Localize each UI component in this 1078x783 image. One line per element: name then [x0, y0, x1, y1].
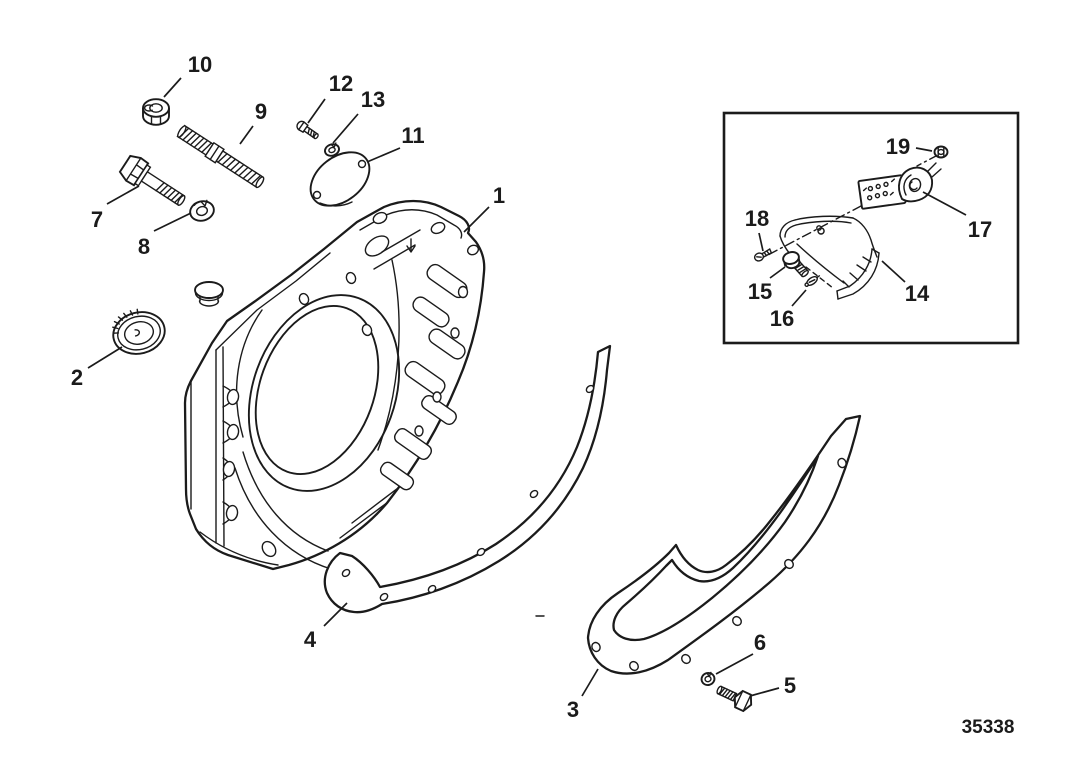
leader-5: [749, 687, 780, 697]
callout-12: 12: [329, 71, 353, 96]
part-12-screw: [296, 120, 319, 140]
part-7-bolt: [118, 154, 186, 206]
leader-6: [715, 653, 754, 675]
drawing-number: 35338: [962, 717, 1015, 738]
callout-2: 2: [71, 365, 83, 390]
callout-16: 16: [770, 306, 794, 331]
callout-7: 7: [91, 207, 103, 232]
gasket-outline: [323, 344, 612, 614]
tag-stamp-marks: [862, 178, 896, 201]
leader-11: [366, 147, 401, 163]
callout-15: 15: [748, 279, 772, 304]
inset-detail-box: [722, 111, 1020, 345]
callout-14: 14: [905, 281, 930, 306]
callout-6: 6: [754, 630, 766, 655]
leader-12: [307, 98, 326, 124]
gasket-holes: [341, 384, 595, 602]
leader-7: [106, 185, 140, 205]
callout-19: 19: [886, 134, 910, 159]
leader-lines: [87, 77, 967, 697]
part-6-lock-washer: [700, 671, 716, 686]
callout-13: 13: [361, 87, 385, 112]
grommet-plug: [194, 281, 224, 307]
leader-17: [922, 191, 967, 216]
cover-plate-outline: [586, 414, 862, 675]
leader-9: [239, 125, 254, 145]
callout-17: 17: [968, 217, 992, 242]
part-8-lock-washer: [189, 199, 215, 222]
part-2-seal: [112, 308, 166, 355]
leader-3: [581, 668, 599, 697]
part-19-nut: [933, 145, 949, 159]
part-3-cover-plate: [586, 414, 862, 675]
leader-4: [323, 602, 348, 627]
leader-10: [163, 77, 182, 98]
callout-5: 5: [784, 673, 796, 698]
part-4-gasket: [323, 344, 612, 617]
callout-8: 8: [138, 234, 150, 259]
leader-18: [758, 232, 764, 252]
leader-8: [153, 212, 192, 232]
leader-15: [769, 266, 786, 279]
part-15-bolt: [782, 251, 810, 278]
leader-16: [791, 289, 807, 307]
part-11-small-cover: [309, 151, 371, 207]
inset-reference-lines: [767, 155, 937, 289]
part-13-lock-washer: [324, 142, 340, 157]
callout-4: 4: [304, 627, 317, 652]
callout-18: 18: [745, 206, 769, 231]
leader-1: [463, 206, 490, 233]
part-1-flywheel-housing: [183, 199, 486, 571]
callout-1: 1: [493, 183, 505, 208]
callout-10: 10: [188, 52, 212, 77]
callout-9: 9: [255, 99, 267, 124]
housing-details: [190, 209, 480, 570]
part-10-nut: [142, 98, 170, 126]
leader-19: [915, 147, 933, 152]
cover-plate-holes: [591, 457, 847, 672]
callout-labels: 1 2 3 4 5 6 7 8 9 10 11 12 13 14 15 16 1…: [71, 52, 992, 722]
callout-11: 11: [401, 123, 424, 148]
part-18-screw: [753, 247, 773, 262]
leader-13: [332, 113, 359, 144]
part-16-clip: [804, 275, 821, 288]
leader-2: [87, 346, 123, 369]
callout-3: 3: [567, 697, 579, 722]
part-9-stud: [176, 124, 265, 189]
part-14-bracket: [779, 215, 880, 300]
part-5-bolt: [716, 685, 753, 713]
leader-14: [881, 260, 906, 283]
inset-box-border: [722, 111, 1020, 345]
